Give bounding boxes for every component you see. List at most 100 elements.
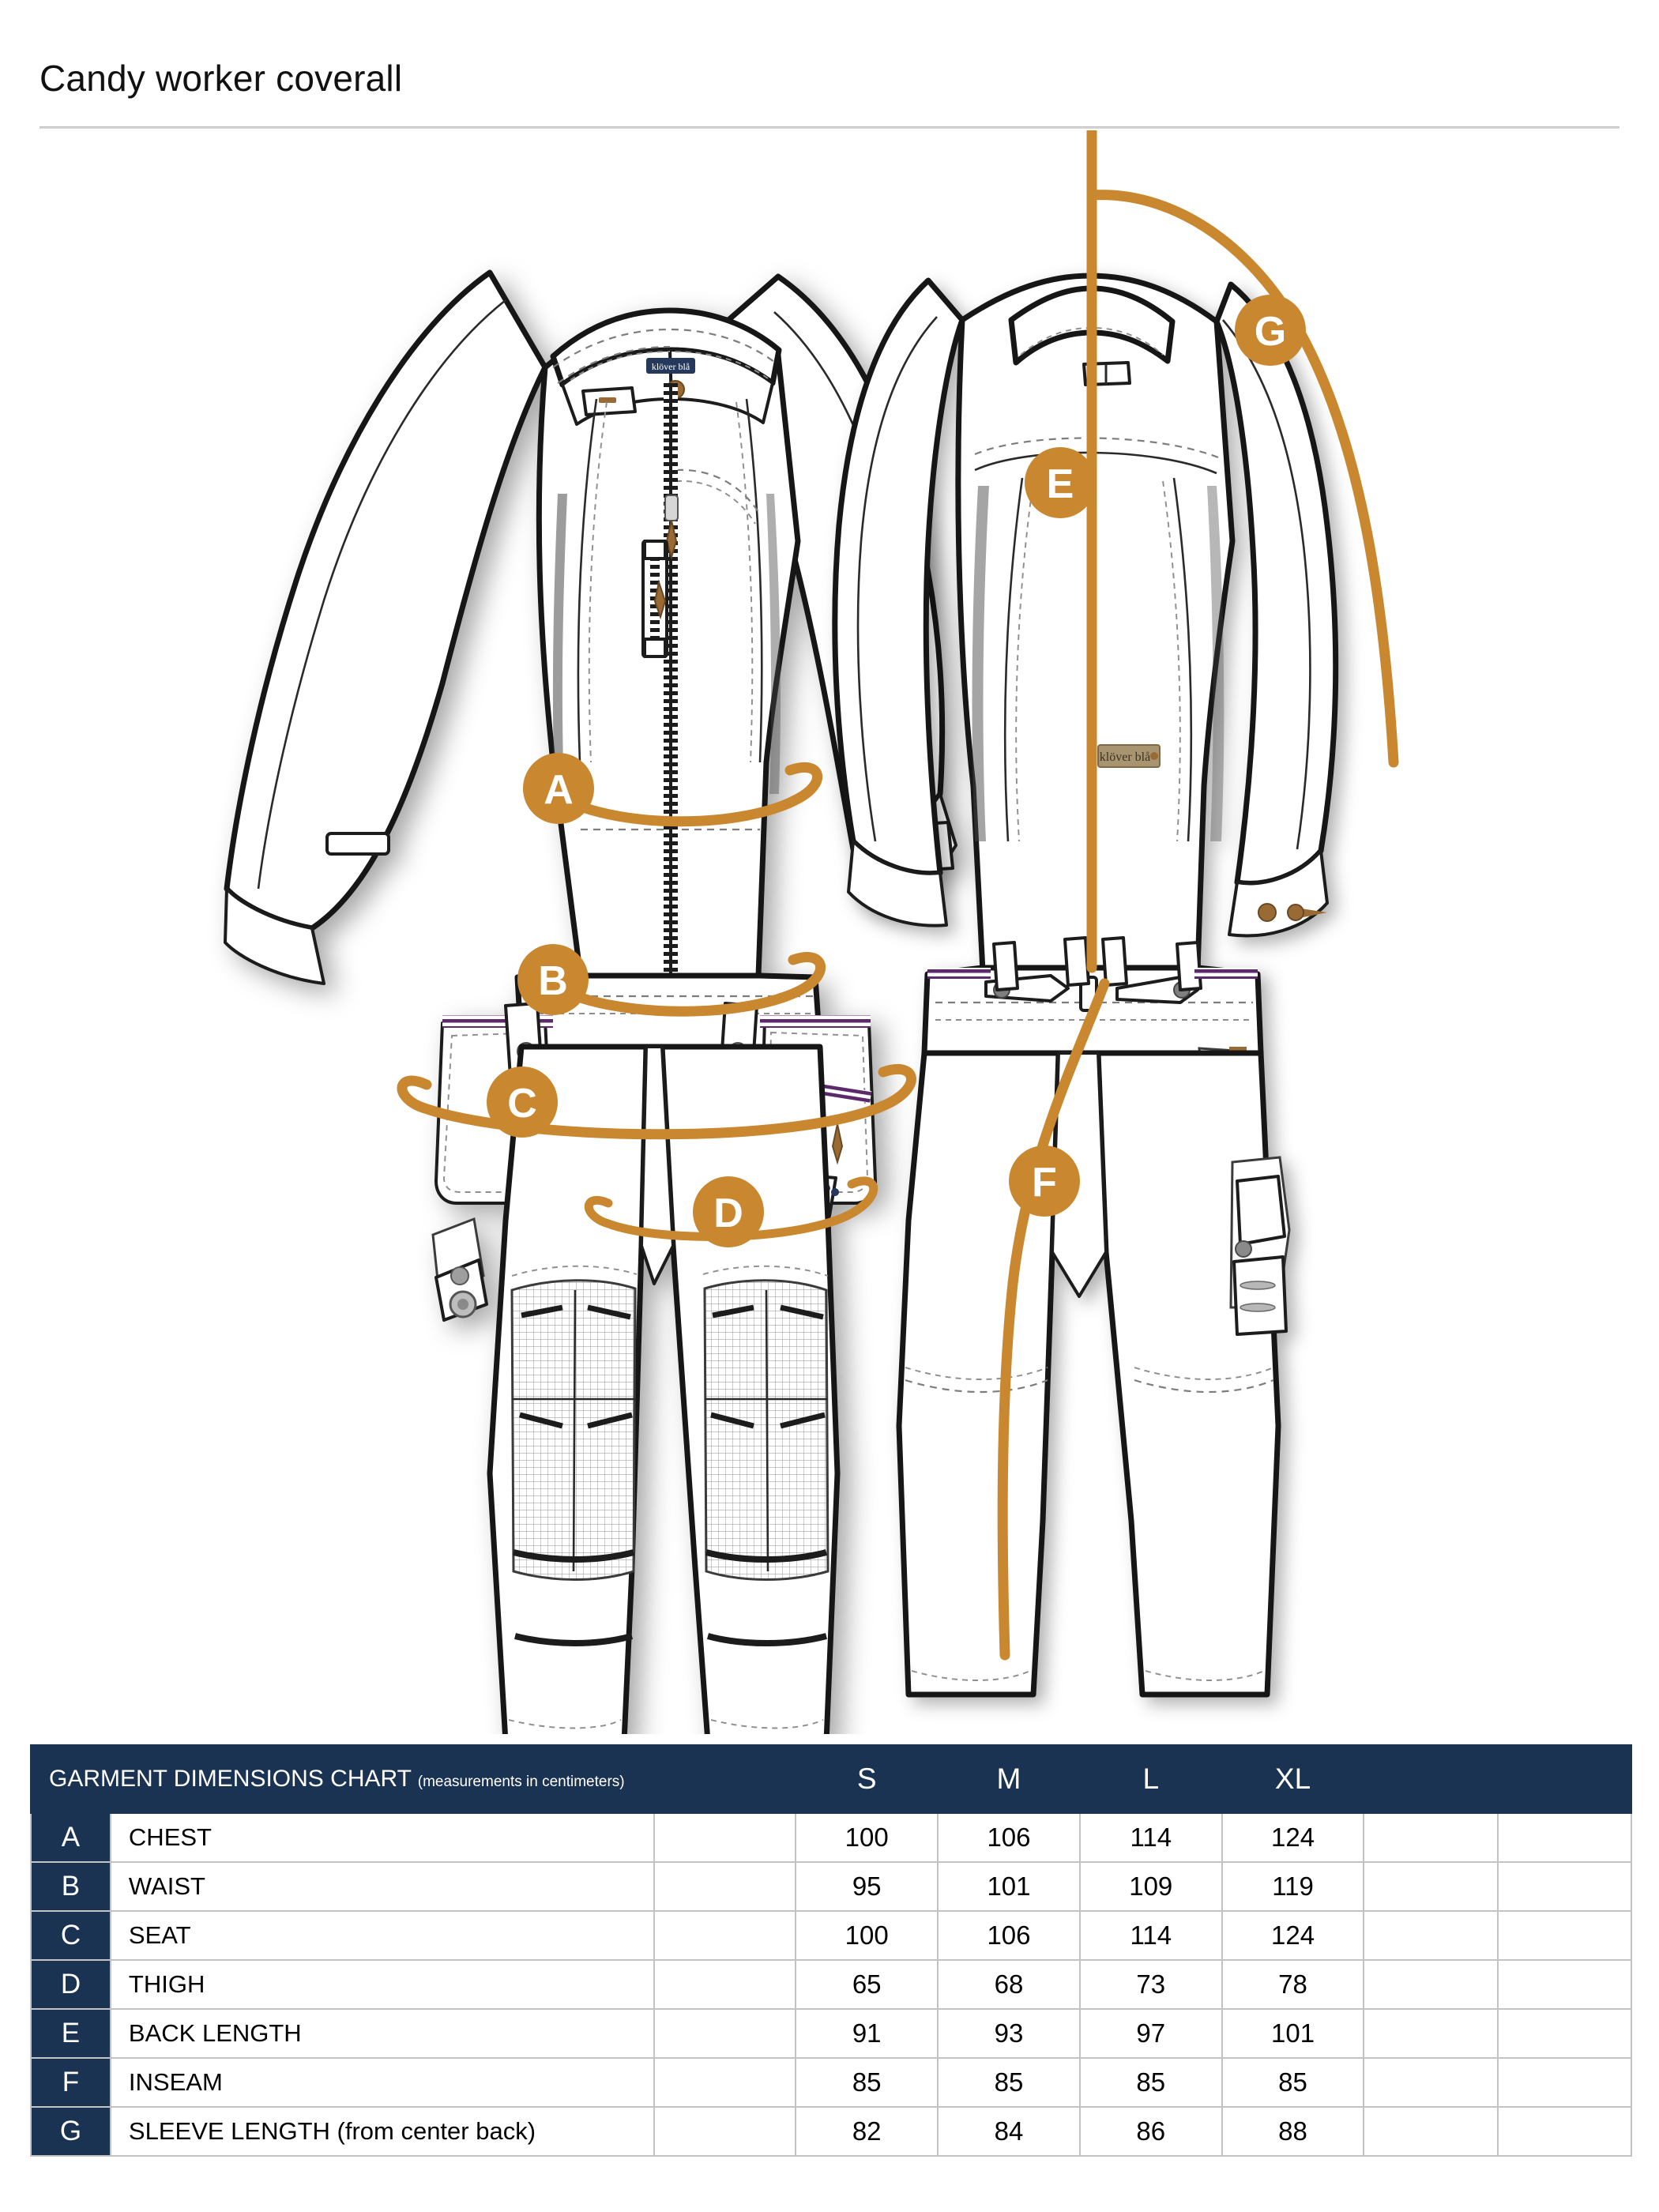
cell-b-e1 — [1363, 1861, 1499, 1912]
cell-f-m: 85 — [937, 2057, 1081, 2108]
svg-text:G: G — [1255, 309, 1286, 355]
cell-f-e2 — [1496, 2057, 1633, 2108]
brand-tag-collar — [646, 358, 695, 374]
row-label-a: CHEST — [109, 1812, 655, 1863]
garment-dimensions-table: GARMENT DIMENSIONS CHART (measurements i… — [30, 1744, 1633, 2157]
row-code-g: G — [30, 2106, 111, 2157]
cell-e-e2 — [1496, 2008, 1633, 2059]
marker-C: C — [487, 1066, 558, 1138]
cell-g-l: 86 — [1078, 2106, 1223, 2157]
cell-d-l: 73 — [1078, 1959, 1223, 2010]
cell-a-s: 100 — [795, 1812, 939, 1863]
cell-e-e1 — [1363, 2008, 1499, 2059]
marker-E: E — [1025, 447, 1096, 518]
row-gap-c — [653, 1910, 797, 1961]
row-gap-e — [653, 2008, 797, 2059]
cell-d-m: 68 — [937, 1959, 1081, 2010]
cell-a-m: 106 — [937, 1812, 1081, 1863]
table-row: E BACK LENGTH 91 93 97 101 — [30, 2008, 1633, 2059]
table-row: G SLEEVE LENGTH (from center back) 82 84… — [30, 2106, 1633, 2157]
header-size-s: S — [795, 1744, 939, 1814]
cell-b-e2 — [1496, 1861, 1633, 1912]
header-extra-1 — [1363, 1744, 1499, 1814]
cell-a-l: 114 — [1078, 1812, 1223, 1863]
measurement-line-G — [1086, 130, 1399, 768]
cell-e-xl: 101 — [1221, 2008, 1365, 2059]
row-gap-a — [653, 1812, 797, 1863]
row-label-g: SLEEVE LENGTH (from center back) — [109, 2106, 655, 2157]
garment-illustration: .ink { fill:#ffffff; stroke:#121212; str… — [0, 130, 1659, 1734]
row-code-f: F — [30, 2057, 111, 2108]
cell-g-s: 82 — [795, 2106, 939, 2157]
marker-F: F — [1009, 1146, 1080, 1217]
measurement-line-F — [997, 978, 1110, 1661]
svg-text:B: B — [538, 958, 568, 1004]
marker-B: B — [517, 944, 589, 1015]
row-code-e: E — [30, 2008, 111, 2059]
cell-e-l: 97 — [1078, 2008, 1223, 2059]
row-gap-f — [653, 2057, 797, 2108]
header-gap-cell — [653, 1744, 797, 1814]
svg-text:klöver blå: klöver blå — [1100, 750, 1150, 764]
brand-tag-back: klöver blå — [1097, 744, 1161, 768]
svg-text:C: C — [507, 1081, 537, 1127]
header-size-l: L — [1078, 1744, 1223, 1814]
table-row: F INSEAM 85 85 85 85 — [30, 2057, 1633, 2108]
cell-d-xl: 78 — [1221, 1959, 1365, 2010]
cell-a-xl: 124 — [1221, 1812, 1365, 1863]
marker-A: A — [523, 753, 594, 824]
cell-b-m: 101 — [937, 1861, 1081, 1912]
cell-b-l: 109 — [1078, 1861, 1223, 1912]
table-title-cell: GARMENT DIMENSIONS CHART (measurements i… — [30, 1744, 655, 1814]
cell-e-s: 91 — [795, 2008, 939, 2059]
cell-c-xl: 124 — [1221, 1910, 1365, 1961]
row-label-d: THIGH — [109, 1959, 655, 2010]
row-gap-d — [653, 1959, 797, 2010]
table-row: D THIGH 65 68 73 78 — [30, 1959, 1633, 2010]
cell-a-e2 — [1496, 1812, 1633, 1863]
cell-c-s: 100 — [795, 1910, 939, 1961]
svg-text:D: D — [713, 1191, 743, 1236]
row-label-e: BACK LENGTH — [109, 2008, 655, 2059]
row-label-f: INSEAM — [109, 2057, 655, 2108]
table-header-row: GARMENT DIMENSIONS CHART (measurements i… — [30, 1744, 1633, 1814]
cell-c-e2 — [1496, 1910, 1633, 1961]
svg-text:E: E — [1047, 461, 1074, 507]
header-size-m: M — [937, 1744, 1081, 1814]
row-label-c: SEAT — [109, 1910, 655, 1961]
row-code-b: B — [30, 1861, 111, 1912]
cell-f-l: 85 — [1078, 2057, 1223, 2108]
cell-d-s: 65 — [795, 1959, 939, 2010]
cell-f-s: 85 — [795, 2057, 939, 2108]
header-size-xl: XL — [1221, 1744, 1365, 1814]
table-row: B WAIST 95 101 109 119 — [30, 1861, 1633, 1912]
row-code-a: A — [30, 1812, 111, 1863]
row-gap-g — [653, 2106, 797, 2157]
cell-g-xl: 88 — [1221, 2106, 1365, 2157]
table-subtitle: (measurements in centimeters) — [417, 1774, 625, 1790]
row-gap-b — [653, 1861, 797, 1912]
page-title: Candy worker coverall — [40, 58, 403, 99]
cell-g-e1 — [1363, 2106, 1499, 2157]
cell-d-e1 — [1363, 1959, 1499, 2010]
table-row: C SEAT 100 106 114 124 — [30, 1910, 1633, 1961]
svg-text:A: A — [544, 767, 574, 813]
cell-g-e2 — [1496, 2106, 1633, 2157]
cell-e-m: 93 — [937, 2008, 1081, 2059]
cell-a-e1 — [1363, 1812, 1499, 1863]
title-divider — [40, 126, 1620, 129]
row-code-d: D — [30, 1959, 111, 2010]
cell-g-m: 84 — [937, 2106, 1081, 2157]
cell-d-e2 — [1496, 1959, 1633, 2010]
cell-b-s: 95 — [795, 1861, 939, 1912]
cell-c-l: 114 — [1078, 1910, 1223, 1961]
header-extra-2 — [1496, 1744, 1633, 1814]
svg-text:klöver blå: klöver blå — [652, 361, 690, 372]
cell-f-e1 — [1363, 2057, 1499, 2108]
svg-text:F: F — [1032, 1160, 1057, 1206]
table-title: GARMENT DIMENSIONS CHART — [49, 1766, 412, 1792]
cell-c-e1 — [1363, 1910, 1499, 1961]
marker-D: D — [693, 1176, 764, 1247]
cell-b-xl: 119 — [1221, 1861, 1365, 1912]
row-label-b: WAIST — [109, 1861, 655, 1912]
